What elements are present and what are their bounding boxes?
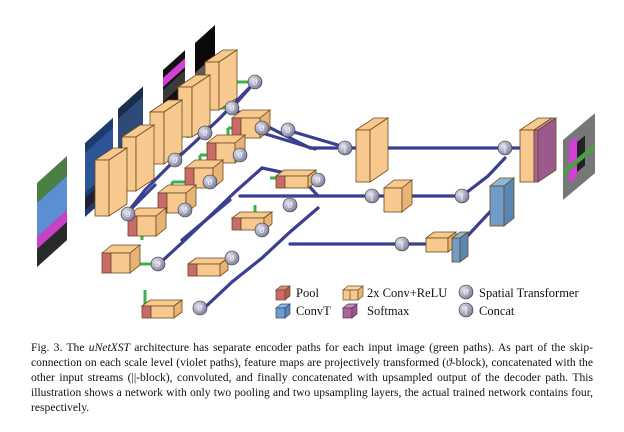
convt-block (488, 177, 516, 227)
svg-text:ϑ: ϑ (198, 304, 203, 313)
conv-block (176, 74, 212, 138)
spatial-transformer-node: ϑ (177, 202, 193, 218)
svg-text:||: || (343, 144, 346, 153)
legend-spatial-transformer-icon: ϑ (458, 284, 474, 300)
svg-text:ϑ: ϑ (316, 176, 321, 185)
output-image (563, 113, 595, 200)
svg-text:||: || (400, 240, 403, 249)
svg-text:||: || (460, 192, 463, 201)
caption-network-name: uNetXST (88, 341, 130, 354)
legend-concat-label: Concat (479, 304, 515, 318)
svg-text:ϑ: ϑ (260, 226, 265, 235)
concat-node: || (364, 188, 380, 204)
concat-nodes: || || || || || (337, 140, 513, 252)
caption-text-1: The (62, 341, 89, 354)
legend-pool-icon (275, 285, 291, 301)
caption-theta: ϑ (446, 356, 452, 370)
spatial-transformer-node: ϑ (167, 152, 183, 168)
svg-text:ϑ: ϑ (126, 210, 131, 219)
caption-text-3: -block), concatenated with the other inp… (31, 356, 593, 415)
input-image-5 (37, 155, 67, 267)
svg-text:ϑ: ϑ (230, 104, 235, 113)
legend-pool-label: Pool (296, 286, 319, 300)
architecture-diagram: ϑ ϑ ϑ ϑ ϑ ϑ ϑ ϑ ϑ ϑ ϑ ϑ ϑ ϑ ϑ ϑ || || ||… (37, 24, 595, 319)
concat-node: || (394, 236, 410, 252)
legend-softmax-icon (342, 303, 358, 319)
pooled-conv-block (126, 207, 168, 237)
decoder-conv-block-small (382, 179, 414, 213)
svg-text:||: || (370, 192, 373, 201)
concat-node: || (497, 140, 513, 156)
legend-conv-label: 2x Conv+ReLU (367, 286, 447, 300)
concat-node: || (454, 188, 470, 204)
legend-softmax-label: Softmax (367, 304, 410, 318)
spatial-transformer-node: ϑ (232, 147, 248, 163)
svg-text:ϑ: ϑ (183, 206, 188, 215)
svg-text:ϑ: ϑ (230, 254, 235, 263)
svg-text:ϑ: ϑ (464, 288, 469, 297)
pooled-conv-block-small (186, 257, 230, 277)
spatial-transformer-node: ϑ (192, 300, 208, 316)
svg-text:ϑ: ϑ (253, 78, 258, 87)
spatial-transformer-node: ϑ (120, 206, 136, 222)
spatial-transformer-node: ϑ (310, 172, 326, 188)
encoder-conv-blocks (93, 49, 554, 217)
svg-text:ϑ: ϑ (286, 126, 291, 135)
figure-caption: Fig. 3. The uNetXST architecture has sep… (31, 340, 593, 415)
decoder-conv-block-small (424, 231, 458, 253)
svg-text:ϑ: ϑ (260, 124, 265, 133)
spatial-transformer-node: ϑ (224, 250, 240, 266)
svg-text:||: || (503, 144, 506, 153)
spatial-transformer-node: ϑ (202, 174, 218, 190)
spatial-transformer-nodes: ϑ ϑ ϑ ϑ ϑ ϑ ϑ ϑ ϑ ϑ ϑ ϑ ϑ ϑ ϑ ϑ (120, 74, 326, 316)
spatial-transformer-node: ϑ (247, 74, 263, 90)
convt-block (450, 231, 470, 263)
legend-convt-icon (275, 303, 291, 319)
spatial-transformer-node: ϑ (254, 120, 270, 136)
figure-label: Fig. 3. (31, 341, 63, 354)
legend-convt-label: ConvT (296, 304, 331, 318)
svg-text:||: || (464, 306, 467, 315)
spatial-transformer-node: ϑ (282, 197, 298, 213)
svg-text:ϑ: ϑ (238, 151, 243, 160)
spatial-transformer-node: ϑ (224, 100, 240, 116)
pooled-conv-block-small (140, 299, 184, 319)
spatial-transformer-node: ϑ (197, 125, 213, 141)
spatial-transformer-node: ϑ (254, 222, 270, 238)
pooled-conv-block (100, 244, 142, 274)
legend-concat-icon: || (458, 302, 474, 318)
svg-text:ϑ: ϑ (173, 156, 178, 165)
svg-text:ϑ: ϑ (156, 260, 161, 269)
caption-text-2: architecture has separate encoder paths … (31, 341, 593, 370)
legend: Pool 2x Conv+ReLU ϑ Spatial Transformer … (275, 284, 579, 319)
conv-block (93, 147, 129, 217)
pooled-conv-block-small (274, 169, 318, 189)
legend-conv-icon (342, 285, 364, 301)
svg-text:ϑ: ϑ (208, 178, 213, 187)
softmax-block (532, 117, 558, 183)
svg-text:ϑ: ϑ (203, 129, 208, 138)
decoder-conv-block (354, 117, 390, 183)
spatial-transformer-node: ϑ (280, 122, 296, 138)
legend-spatial-label: Spatial Transformer (479, 286, 579, 300)
concat-node: || (337, 140, 353, 156)
svg-text:ϑ: ϑ (288, 201, 293, 210)
spatial-transformer-node: ϑ (150, 256, 166, 272)
